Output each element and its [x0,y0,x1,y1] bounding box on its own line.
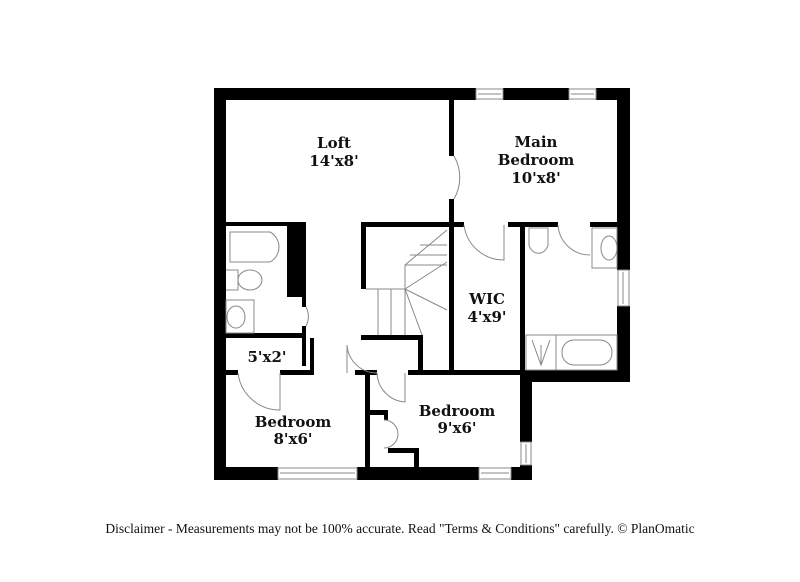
room-bedroom2-name: Bedroom [255,413,332,431]
windows [277,88,630,480]
room-wic-size: 4'x9' [467,308,506,326]
fixtures [225,227,618,371]
room-labels: Loft 14'x8' Main Bedroom 10'x8' WIC 4'x9… [247,133,574,448]
room-wic-name: WIC [468,290,505,308]
room-loft-name: Loft [317,134,351,152]
room-main-bedroom-size: 10'x8' [511,169,560,187]
room-closet-size: 5'x2' [247,348,286,366]
room-bedroom3-name: Bedroom [419,402,496,420]
doors [237,155,591,449]
room-main-bedroom-name: Main [515,133,558,151]
room-loft-size: 14'x8' [309,152,358,170]
room-bedroom2-size: 8'x6' [273,430,312,448]
room-main-bedroom-name2: Bedroom [498,151,575,169]
disclaimer-text: Disclaimer - Measurements may not be 100… [105,521,695,536]
room-bedroom3-size: 9'x6' [437,419,476,437]
walls [214,88,630,480]
